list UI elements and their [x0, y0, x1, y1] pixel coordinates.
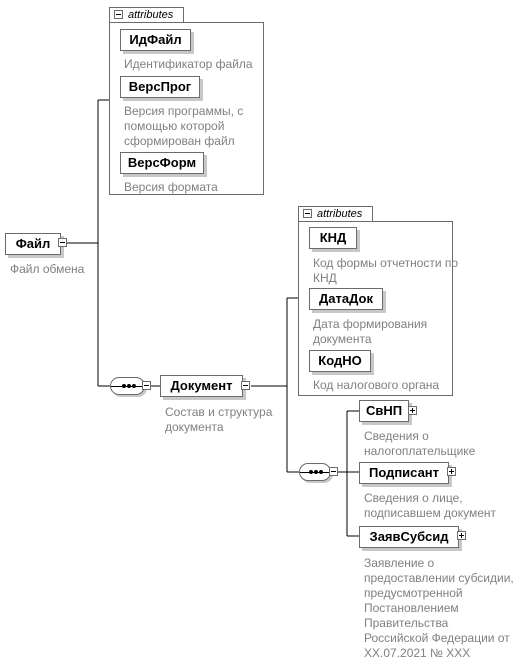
description-line: КНД: [313, 271, 337, 285]
description-line: Заявление о: [364, 556, 435, 570]
attribute-description: Идентификатор файла: [124, 57, 253, 72]
description-line: подписавшем документ: [364, 506, 497, 520]
element-description: Сведения о лице, подписавшем документ: [364, 491, 496, 521]
expand-icon[interactable]: [447, 467, 456, 476]
attributes-tab-label: attributes: [128, 9, 174, 21]
element-label: ЗаявСубсид: [369, 529, 449, 544]
attribute-versprog[interactable]: ВерсПрог: [120, 76, 200, 98]
attribute-label: КодНО: [318, 353, 362, 368]
collapse-icon[interactable]: [241, 381, 250, 390]
element-document[interactable]: Документ: [160, 375, 243, 397]
element-label: СвНП: [365, 403, 403, 418]
root-description: Файл обмена: [10, 262, 85, 276]
attribute-kodno[interactable]: КодНО: [309, 350, 371, 372]
description-line: предусмотренной: [364, 586, 463, 600]
description-line: Идентификатор файла: [124, 57, 253, 71]
element-label: Документ: [170, 378, 233, 393]
description-line: Код налогового органа: [313, 378, 440, 392]
expand-icon[interactable]: [408, 406, 417, 415]
element-podpisant[interactable]: Подписант: [359, 462, 449, 484]
sequence-compositor-icon[interactable]: [110, 377, 145, 395]
description-line: документа: [165, 420, 224, 434]
description-line: Сведения о: [364, 429, 429, 443]
description-line: Версия программы, с: [124, 104, 244, 118]
description-line: Дата формирования: [313, 317, 428, 331]
element-label: Подписант: [368, 465, 440, 480]
root-element-label: Файл: [15, 236, 51, 251]
expand-icon[interactable]: [457, 531, 466, 540]
attribute-label: ВерсПрог: [128, 79, 192, 94]
attribute-description: Версия формата: [124, 180, 218, 195]
collapse-icon[interactable]: [58, 238, 67, 247]
description-line: Российской Федерации от: [364, 631, 510, 645]
collapse-icon[interactable]: [303, 209, 312, 218]
collapse-icon[interactable]: [142, 381, 151, 390]
description-line: налогоплательщике: [364, 444, 476, 458]
description-line: документа: [313, 332, 372, 346]
description-line: XX.07.2021 № XXX: [364, 646, 471, 660]
attribute-knd[interactable]: КНД: [309, 227, 357, 249]
attribute-label: ИдФайл: [129, 32, 182, 47]
attribute-idfile[interactable]: ИдФайл: [120, 29, 191, 51]
description-line: помощью которой: [124, 119, 225, 133]
description-line: Версия формата: [124, 180, 218, 194]
attribute-versform[interactable]: ВерсФорм: [120, 152, 204, 174]
attribute-description: Дата формирования документа: [313, 317, 427, 347]
attribute-description: Версия программы, с помощью которой сфор…: [124, 104, 243, 149]
description-line: предоставлении субсидии,: [364, 571, 514, 585]
attribute-label: КНД: [319, 230, 347, 245]
description-line: сформирован файл: [124, 134, 235, 148]
element-description: Заявление о предоставлении субсидии, пре…: [364, 556, 514, 661]
attribute-datadok[interactable]: ДатаДок: [309, 288, 383, 310]
collapse-icon[interactable]: [329, 467, 338, 476]
description-line: Код формы отчетности по: [313, 256, 459, 270]
attribute-description: Код формы отчетности по КНД: [313, 256, 458, 286]
description-line: Правительства: [364, 616, 449, 630]
attributes-tab-label: attributes: [317, 208, 363, 220]
attribute-label: ДатаДок: [319, 291, 373, 306]
description-line: Постановлением: [364, 601, 459, 615]
collapse-icon[interactable]: [114, 10, 123, 19]
sequence-compositor-icon[interactable]: [299, 463, 331, 481]
attribute-description: Код налогового органа: [313, 378, 439, 393]
attributes-tab: attributes: [109, 7, 184, 23]
description-line: Состав и структура: [165, 405, 273, 419]
element-zayavsubsid[interactable]: ЗаявСубсид: [359, 526, 459, 548]
description-line: Сведения о лице,: [364, 491, 463, 505]
attributes-tab: attributes: [298, 206, 373, 222]
element-svnp[interactable]: СвНП: [359, 400, 409, 422]
document-description: Состав и структура документа: [165, 405, 272, 435]
root-element-file[interactable]: Файл: [5, 233, 61, 255]
element-description: Сведения о налогоплательщике: [364, 429, 475, 459]
attribute-label: ВерсФорм: [127, 155, 197, 170]
